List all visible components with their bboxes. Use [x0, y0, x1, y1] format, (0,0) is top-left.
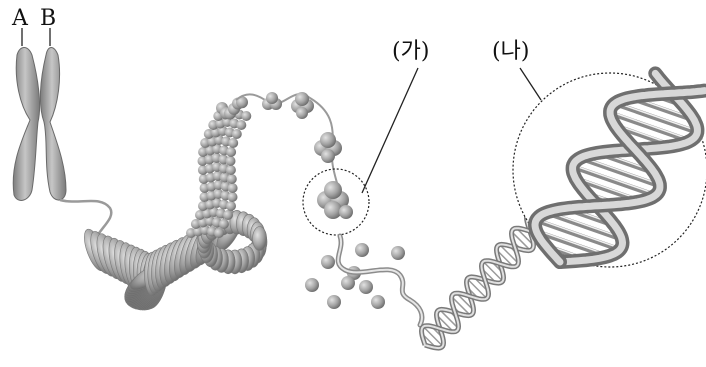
solenoid-bead — [214, 228, 224, 238]
histone-proteins — [305, 243, 405, 309]
pointer-na — [520, 68, 541, 100]
solenoid-bead — [228, 183, 238, 193]
solenoid-bead — [226, 201, 236, 211]
nucleosome-ga — [317, 181, 353, 219]
solenoid-bead — [232, 129, 242, 139]
solenoid-bead — [228, 138, 238, 148]
chromosome — [13, 28, 66, 200]
coil-ring — [253, 227, 267, 251]
label-ga: (가) — [392, 39, 429, 64]
solenoid-bead — [219, 219, 229, 229]
chromatid-a — [13, 48, 39, 201]
nucleosome-mid — [314, 132, 342, 163]
solenoid-bead — [227, 174, 237, 184]
label-na: (나) — [492, 39, 529, 64]
solenoid-bead — [226, 156, 236, 166]
solenoid-bead — [241, 111, 251, 121]
solenoid-bead — [228, 192, 238, 202]
solenoid-bead — [236, 120, 246, 130]
solenoid-bead — [226, 165, 236, 175]
solenoid-bead — [223, 210, 233, 220]
solenoid-bead — [226, 147, 236, 157]
label-b: B — [40, 6, 56, 31]
supercoil-fiber — [80, 209, 267, 314]
label-a: A — [11, 6, 29, 31]
chromatid-b — [40, 48, 66, 201]
nucleosome-top-1 — [262, 92, 282, 110]
pointer-ga — [362, 68, 418, 193]
